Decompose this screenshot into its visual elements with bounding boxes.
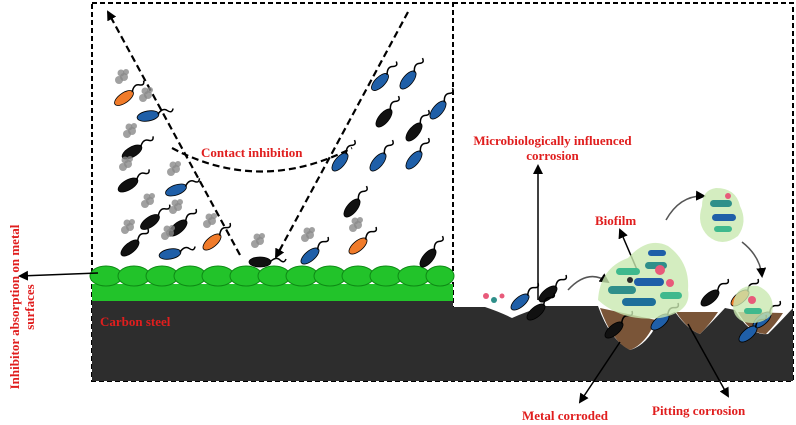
inhibitor-label-line1: Inhibitor absorption on metal (7, 224, 22, 390)
bacterium (248, 256, 287, 268)
inhibitor-damage-puff (167, 161, 181, 176)
biofilm-redeposit-arrow (741, 241, 767, 278)
arrow-descending-right (275, 11, 409, 259)
biofilm-cluster-small (733, 285, 773, 323)
corrosion-pit (600, 308, 656, 350)
corrosion-pit (676, 312, 718, 334)
inhibitor-molecules (89, 265, 455, 287)
bacterium (331, 139, 356, 172)
metal-corroded-label: Metal corroded (522, 408, 609, 423)
bacterium (114, 80, 145, 106)
contact-inhibition-curve (171, 147, 353, 173)
bacterium (371, 61, 398, 91)
bacterium (419, 235, 444, 268)
bacterium (405, 137, 430, 170)
bacterium (375, 95, 400, 128)
bacterium (158, 246, 196, 260)
inhibitor-damage-puff (141, 193, 155, 208)
inhibitor-damage-puff (161, 225, 175, 240)
bacterium (140, 204, 171, 230)
bacterium (526, 292, 556, 321)
bacterium (300, 236, 330, 265)
bacterium (121, 136, 154, 160)
mic-label: Microbiologically influenced corrosion (455, 133, 650, 163)
inhibitor-damage-puff (123, 123, 137, 138)
biofilm-cluster-main (598, 242, 689, 319)
small-cells-right (483, 293, 505, 303)
inhibitor-damage-puff (251, 233, 265, 248)
pitting-corrosion-label: Pitting corrosion (652, 403, 746, 418)
inhibitor-damage-puff (301, 227, 315, 242)
left-panel-frame (91, 2, 454, 382)
inhibitor-damage-puff (169, 199, 183, 214)
bacterium (120, 228, 150, 257)
bacteria-group (114, 57, 782, 343)
biofilm-cluster-detached (700, 188, 744, 242)
inhibitor-damage-puff (119, 156, 133, 171)
arrow-to-inhibitor-label (18, 270, 99, 281)
bacterium (700, 278, 730, 307)
biofilm-label: Biofilm (595, 213, 637, 228)
inhibitor-label-line2: surfaces (22, 284, 37, 330)
bacterium (538, 274, 568, 303)
inhibitor-damage-puff (139, 87, 153, 102)
bacterium (136, 108, 174, 122)
inhibitor-damage-puff (203, 213, 217, 228)
bacterium (348, 226, 378, 255)
bacterium (117, 169, 150, 193)
arrow-to-pitting (687, 323, 729, 398)
bacterium (405, 109, 430, 142)
biofilm-detach-arrow (665, 190, 706, 221)
contact-inhibition-label: Contact inhibition (201, 145, 303, 160)
bacterium (165, 178, 201, 197)
mic-label-line2: corrosion (526, 148, 579, 163)
bacterium (343, 185, 368, 218)
inhibitor-damage-puff (121, 219, 135, 234)
bacterium (510, 282, 540, 311)
bacterium (429, 87, 454, 120)
inhibitor-damage-puff (115, 69, 129, 84)
arrow-to-metal-corroded (578, 341, 621, 404)
bacterium (399, 57, 424, 90)
carbon-steel-label: Carbon steel (100, 314, 171, 329)
mic-label-line1: Microbiologically influenced (473, 133, 632, 148)
inhibitor-layer-base (92, 284, 453, 301)
inhibitor-damage-puff (349, 217, 363, 232)
bacterium (369, 139, 394, 172)
bacterium (202, 222, 232, 251)
arrow-rising-left (107, 10, 241, 256)
corroded-steel-surface (453, 306, 793, 381)
carbon-steel-block (92, 300, 453, 381)
